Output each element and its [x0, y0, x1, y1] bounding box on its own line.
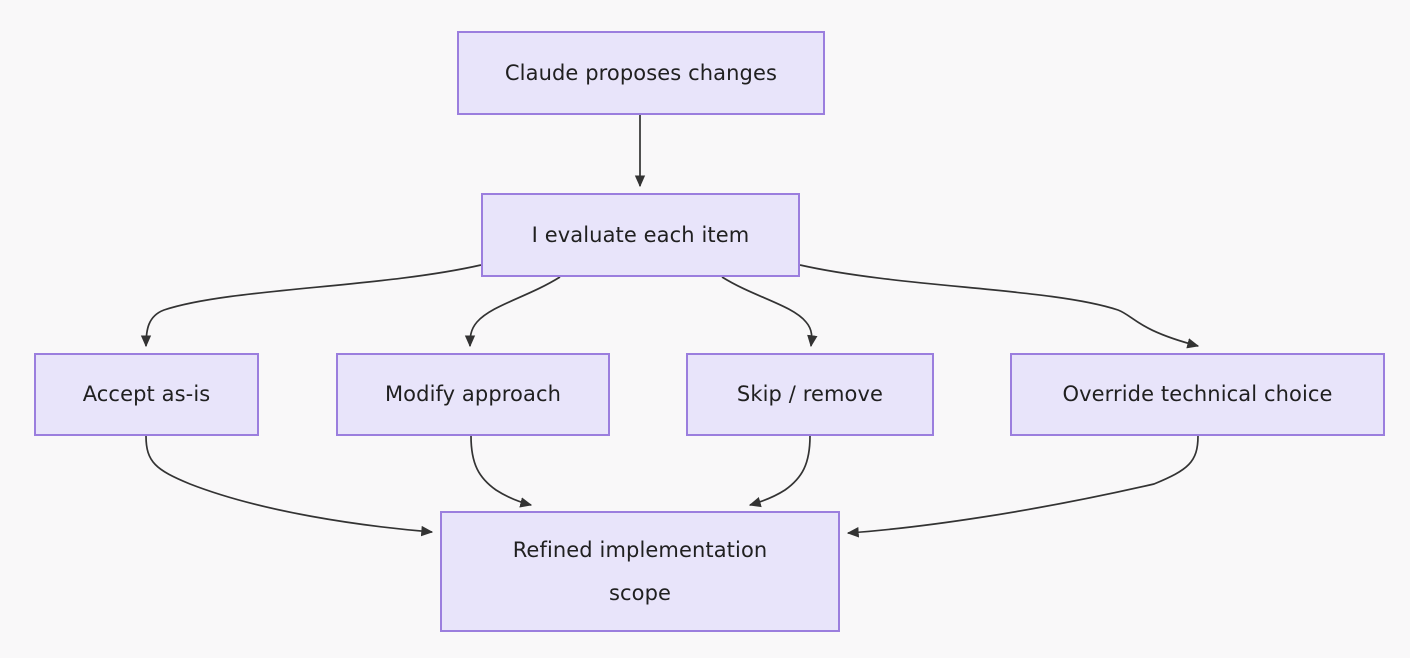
edge-override-to-refined [846, 435, 1199, 538]
node-label-line-2: scope [608, 580, 672, 605]
node-accept-as-is[interactable]: Accept as-is [34, 353, 259, 436]
node-claude-proposes-changes[interactable]: Claude proposes changes [457, 31, 825, 115]
node-modify-approach[interactable]: Modify approach [336, 353, 610, 436]
edge-evaluate-to-accept [140, 264, 482, 348]
node-label: Modify approach [384, 382, 562, 406]
edge-evaluate-to-skip [721, 276, 818, 348]
node-label-line-1: Refined implementation [512, 537, 768, 562]
node-label: Override technical choice [1062, 382, 1333, 406]
node-label: Claude proposes changes [504, 60, 778, 85]
node-label: Accept as-is [82, 382, 211, 406]
node-label: Skip / remove [736, 382, 884, 406]
node-label: I evaluate each item [531, 222, 750, 247]
edge-evaluate-to-modify [464, 276, 561, 348]
edge-evaluate-to-override [799, 264, 1200, 349]
node-override-technical-choice[interactable]: Override technical choice [1010, 353, 1385, 436]
edge-accept-to-refined [145, 435, 434, 537]
node-i-evaluate-each-item[interactable]: I evaluate each item [481, 193, 800, 277]
node-refined-implementation-scope[interactable]: Refined implementation scope [440, 511, 840, 632]
edge-modify-to-refined [470, 435, 533, 508]
node-skip-remove[interactable]: Skip / remove [686, 353, 934, 436]
edge-skip-to-refined [748, 435, 811, 508]
